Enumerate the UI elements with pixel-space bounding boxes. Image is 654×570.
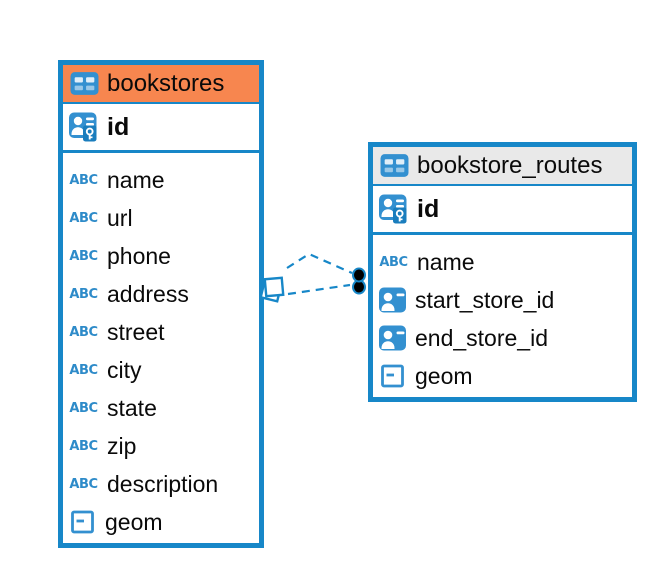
column-name: geom [105,508,163,535]
column-row-address[interactable]: ABC address [63,275,259,313]
table-node-bookstore-routes[interactable]: bookstore_routes id ABC name start_store_i… [368,142,637,402]
table-title: bookstores [107,69,225,97]
column-name: geom [415,362,473,389]
primary-key-row[interactable]: id [63,104,259,153]
column-row-end_store_id[interactable]: end_store_id [373,319,632,357]
geometry-icon [378,364,407,388]
reference-icon [378,325,407,351]
column-row-url[interactable]: ABC url [63,199,259,237]
relationship-line-start-store[interactable] [286,252,353,275]
geometry-icon [68,510,97,534]
column-row-state[interactable]: ABC state [63,389,259,427]
one-end-marker[interactable] [352,267,366,295]
column-name: street [107,318,165,345]
column-name: address [107,280,189,307]
text-type-icon: ABC [69,248,98,264]
column-row-name[interactable]: ABC name [373,243,632,281]
column-name: id [107,112,130,141]
column-name: name [417,248,475,275]
primary-key-icon [68,112,99,142]
table-icon [70,71,99,96]
column-row-name[interactable]: ABC name [63,161,259,199]
column-name: description [107,470,219,497]
column-row-geom[interactable]: geom [373,357,632,395]
text-type-icon: ABC [69,172,98,188]
column-name: id [417,194,440,223]
table-header-bookstores[interactable]: bookstores [63,65,259,104]
text-type-icon: ABC [69,400,98,416]
column-name: phone [107,242,171,269]
text-type-icon: ABC [379,254,408,270]
text-type-icon: ABC [69,438,98,454]
text-type-icon: ABC [69,362,98,378]
column-row-street[interactable]: ABC street [63,313,259,351]
column-row-description[interactable]: ABC description [63,465,259,503]
table-icon [380,153,409,178]
text-type-icon: ABC [69,210,98,226]
column-row-zip[interactable]: ABC zip [63,427,259,465]
column-row-geom[interactable]: geom [63,503,259,541]
column-name: state [107,394,157,421]
text-type-icon: ABC [69,324,98,340]
column-name: name [107,166,165,193]
column-name: zip [107,432,137,459]
primary-key-row[interactable]: id [373,186,632,235]
column-name: start_store_id [415,286,555,313]
table-title: bookstore_routes [417,151,603,179]
column-row-start_store_id[interactable]: start_store_id [373,281,632,319]
column-name: city [107,356,142,383]
primary-key-icon [378,194,409,224]
column-name: url [107,204,133,231]
table-header-bookstore-routes[interactable]: bookstore_routes [373,147,632,186]
relationship-line-end-store[interactable] [287,283,351,296]
text-type-icon: ABC [69,476,98,492]
column-row-phone[interactable]: ABC phone [63,237,259,275]
text-type-icon: ABC [69,286,98,302]
column-row-city[interactable]: ABC city [63,351,259,389]
reference-icon [378,287,407,313]
column-name: end_store_id [415,324,548,351]
many-end-marker[interactable] [259,276,285,303]
